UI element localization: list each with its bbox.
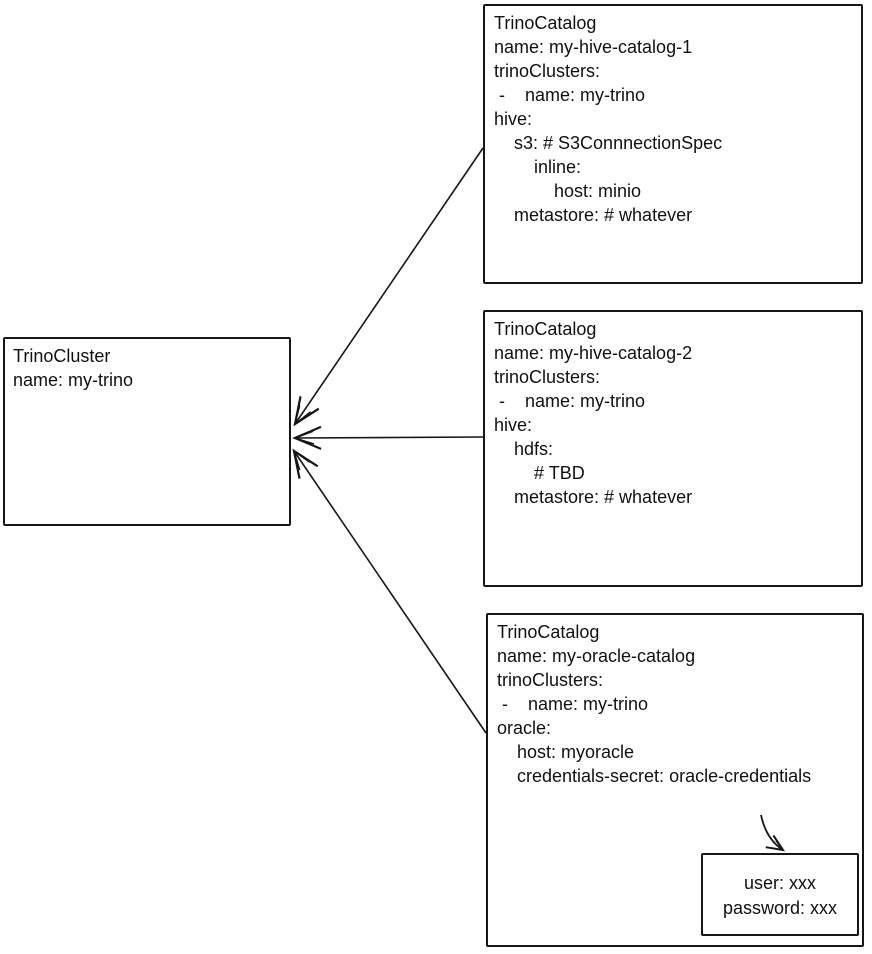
connector-catalog2-to-cluster — [292, 425, 484, 450]
yaml-line: name: my-hive-catalog-1 — [494, 37, 693, 57]
yaml-line: host: minio — [494, 181, 642, 201]
yaml-line: # TBD — [494, 463, 585, 483]
yaml-line: hive: — [494, 415, 533, 435]
yaml-line: metastore: # whatever — [494, 205, 693, 225]
yaml-line: trinoClusters: — [494, 367, 601, 387]
trino-cluster-box: TrinoCluster name: my-trino — [3, 337, 291, 526]
yaml-line: metastore: # whatever — [494, 487, 693, 507]
yaml-line: TrinoCatalog — [497, 622, 600, 642]
yaml-line: hdfs: — [494, 439, 554, 459]
yaml-line: s3: # S3ConnnectionSpec — [494, 133, 723, 153]
yaml-line: hive: — [494, 109, 533, 129]
trino-catalog-box-1: TrinoCatalog name: my-hive-catalog-1 tri… — [483, 4, 863, 284]
yaml-line: password: xxx — [722, 898, 838, 918]
yaml-line: host: myoracle — [497, 742, 635, 762]
yaml-line: name: my-trino — [13, 370, 134, 390]
yaml-line: name: my-hive-catalog-2 — [494, 343, 693, 363]
trino-catalog-box-3: TrinoCatalog name: my-oracle-catalog tri… — [486, 613, 864, 947]
connector-catalog1-to-cluster — [293, 147, 484, 427]
yaml-line: TrinoCluster — [13, 346, 111, 366]
yaml-line: TrinoCatalog — [494, 13, 597, 33]
yaml-line: user: xxx — [743, 873, 817, 893]
trino-catalog-box-2: TrinoCatalog name: my-hive-catalog-2 tri… — [483, 310, 863, 587]
yaml-line: TrinoCatalog — [494, 319, 597, 339]
credentials-secret-box: user: xxx password: xxx — [701, 853, 859, 936]
yaml-line: - name: my-trino — [494, 85, 646, 105]
connector-catalog3-to-cluster — [292, 448, 487, 734]
yaml-line: credentials-secret: oracle-credentials — [497, 766, 812, 786]
yaml-line: inline: — [494, 157, 582, 177]
yaml-line: - name: my-trino — [497, 694, 649, 714]
yaml-line: oracle: — [497, 718, 552, 738]
yaml-line: trinoClusters: — [497, 670, 604, 690]
yaml-line: trinoClusters: — [494, 61, 601, 81]
yaml-line: name: my-oracle-catalog — [497, 646, 696, 666]
yaml-line: - name: my-trino — [494, 391, 646, 411]
